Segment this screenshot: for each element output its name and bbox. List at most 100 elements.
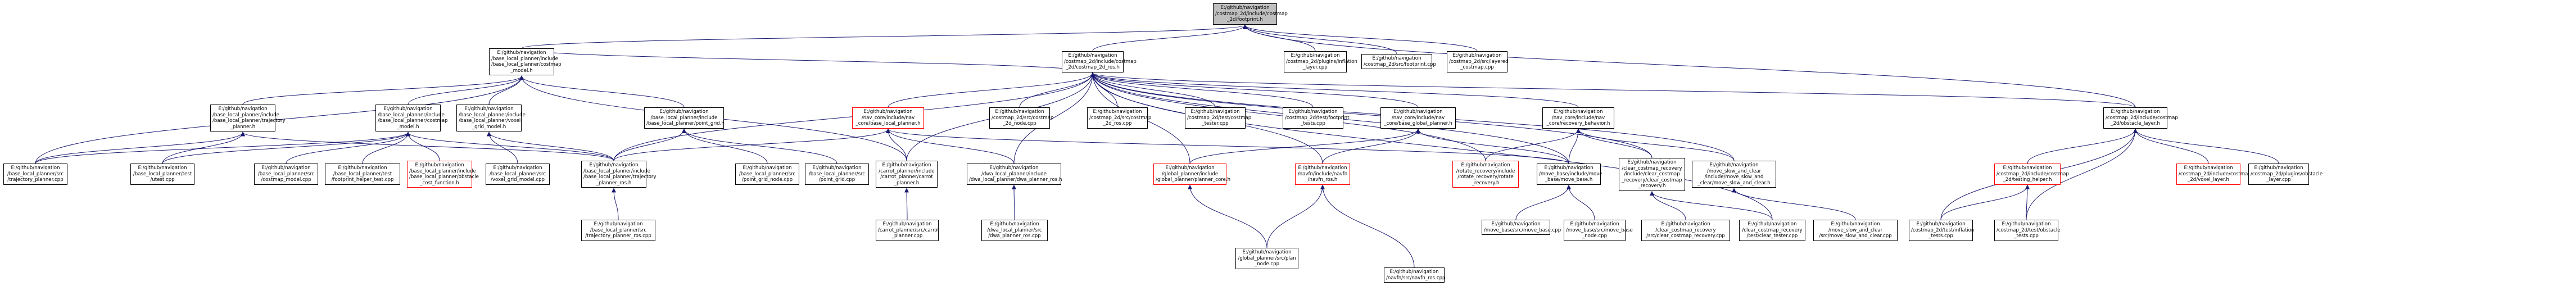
dependency-edge-blp_point_grid_node_cpp-to-blp_point_grid_h	[682, 128, 768, 164]
dependency-edge-global_planner_core_h-to-nav_core_base_global_planner_h	[1189, 128, 1420, 164]
dependency-edge-nav_core_base_local_planner_h-to-cm_costmap_2d_ros	[888, 72, 1095, 108]
graph-node-voxel-grid-model-cpp[interactable]: E:/github/navigation/base_local_planner/…	[486, 164, 550, 185]
dependency-edge-blp_trajectory_planner_ros_h-to-blp_point_grid_h	[613, 128, 686, 161]
dependency-edge-dwa_local_planner_ros_h-to-nav_core_base_local_planner_h	[886, 128, 1015, 164]
graph-node-root-footprint-h: E:/github/navigation/costmap_2d/include/…	[1213, 3, 1288, 25]
graph-node-move-base-cpp[interactable]: E:/github/navigation/move_base/src/move_…	[1482, 220, 1561, 235]
dependency-edge-blp_model-to-cm_costmap_2d_ros	[521, 48, 1095, 74]
dependency-edge-cm_voxel_layer_h-to-cm_obstacle_layer_h	[2133, 128, 2209, 164]
graph-node-trajectory-planner-ros-cpp[interactable]: E:/github/navigation/base_local_planner/…	[581, 220, 655, 241]
graph-node-global-planner-core-h[interactable]: E:/github/navigation/global_planner/incl…	[1153, 164, 1230, 185]
dependency-edge-blp_trajectory_planner_ros_h-to-blp_trajectory_planner_h	[241, 131, 614, 161]
graph-node-dwa-planner-ros-cpp[interactable]: E:/github/navigation/dwa_local_planner/s…	[981, 220, 1048, 241]
graph-node-voxel-grid-model-h[interactable]: E:/github/navigation/base_local_planner/…	[456, 105, 526, 132]
dependency-edge-cm_footprint_tests_cpp-to-cm_costmap_2d_ros	[1090, 72, 1314, 108]
graph-node-costmap-tester-cpp[interactable]: E:/github/navigation/costmap_2d/test/cos…	[1185, 107, 1251, 129]
graph-node-footprint-tests-cpp[interactable]: E:/github/navigation/costmap_2d/test/foo…	[1283, 107, 1349, 129]
dependency-edge-blp_footprint_helper_test_cpp-to-blp_costmap_model_h	[362, 131, 410, 164]
dependency-edge-blp_local_grid_model_h-to-blp_model	[488, 75, 524, 105]
graph-node-utest-cpp[interactable]: E:/github/navigation/base_local_planner/…	[130, 164, 194, 185]
dependency-edge-move_slow_and_clear_h-to-nav_core_recovery_behavior_h	[1576, 128, 1735, 161]
graph-node-costmap-2d-ros-cpp[interactable]: E:/github/navigation/costmap_2d/src/cost…	[1087, 107, 1151, 129]
dependency-edge-clear_costmap_recovery_cpp-to-clear_costmap_recovery_h	[1650, 190, 1686, 220]
graph-node-obstacle-cost-function-h[interactable]: E:/github/navigation/base_local_planner/…	[407, 161, 479, 188]
dependency-edge-blp_obstacle_cost_function_h-to-blp_costmap_model_h	[406, 131, 440, 161]
dependency-edge-nav_core_recovery_behavior_h-to-cm_costmap_2d_ros	[1090, 72, 1579, 108]
graph-node-nav-core-recovery-behavior-h[interactable]: E:/github/navigation/nav_core/include/na…	[1542, 107, 1614, 129]
dependency-edge-blp_costmap_model_cpp-to-blp_costmap_model_h	[286, 131, 410, 164]
dependency-edge-rotate_recovery_h-to-nav_core_recovery_behavior_h	[1485, 128, 1581, 161]
graph-node-footprint-cpp[interactable]: E:/github/navigation/costmap_2d/src/foot…	[1361, 54, 1436, 70]
graph-node-navfn-ros-h[interactable]: E:/github/navigation/navfn/include/navfn…	[1295, 164, 1350, 185]
graph-node-move-slow-and-clear-h[interactable]: E:/github/navigation/move_slow_and_clear…	[1692, 161, 1776, 188]
graph-node-clear-costmap-recovery-h[interactable]: E:/github/navigation/clear_costmap_recov…	[1619, 158, 1685, 191]
dependency-edge-cm_costmap_2d_ros-to-root	[1092, 24, 1247, 52]
graph-node-obstacle-layer-cpp[interactable]: E:/github/navigation/costmap_2d/plugins/…	[2248, 164, 2323, 185]
graph-node-plan-node-cpp[interactable]: E:/github/navigation/global_planner/src/…	[1235, 248, 1298, 269]
dependency-edge-obstacle_tests_cpp-to-cm_inflation_layer_h	[2025, 184, 2030, 220]
graph-node-layered-costmap-cpp[interactable]: E:/github/navigation/costmap_2d/src/laye…	[1447, 51, 1509, 72]
graph-node-nav-core-base-global-planner-h[interactable]: E:/github/navigation/nav_core/include/na…	[1380, 107, 1456, 129]
graph-node-inflation-layer-cpp[interactable]: E:/github/navigation/costmap_2d/plugins/…	[1284, 51, 1357, 72]
dependency-edge-cm_plugins_obstacle_layer_cpp-to-cm_obstacle_layer_h	[2133, 128, 2279, 164]
dependency-edge-navfn_ros_cpp-to-navfn_ros_h	[1320, 184, 1415, 268]
graph-node-costmap-2d-node-cpp[interactable]: E:/github/navigation/costmap_2d/src/cost…	[989, 107, 1053, 129]
graph-node-carrot-planner-h[interactable]: E:/github/navigation/carrot_planner/incl…	[876, 161, 938, 188]
dependency-edge-inflation_layer_cpp-to-root	[1243, 24, 1316, 52]
dependency-edge-global_planner_plan_node_cpp-to-navfn_ros_h	[1266, 184, 1325, 248]
dependency-edge-nav_core_base_global_planner_h-to-cm_costmap_2d_ros	[1090, 72, 1419, 108]
dependency-edge-carrot_planner_h-to-nav_core_base_local_planner_h	[886, 128, 907, 161]
dependency-edge-blp_costmap_model_h-to-blp_model	[408, 75, 524, 105]
graph-node-footprint-helper-test-cpp[interactable]: E:/github/navigation/base_local_planner/…	[325, 164, 400, 185]
dependency-edge-move_base_h-to-nav_core_base_global_planner_h	[1416, 128, 1569, 164]
dependency-edge-cm_obstacle_layer_h-to-cm_costmap_2d_ros	[1090, 72, 2136, 108]
graph-node-point-grid-node-cpp[interactable]: E:/github/navigation/base_local_planner/…	[735, 164, 799, 185]
graph-node-trajectory-planner-ros-h[interactable]: E:/github/navigation/base_local_planner/…	[581, 161, 657, 188]
dependency-edge-layered_costmap_cpp-to-root	[1243, 24, 1478, 52]
graph-node-move-base-h[interactable]: E:/github/navigation/move_base/include/m…	[1537, 164, 1602, 185]
graph-node-trajectory-planner-cpp[interactable]: E:/github/navigation/base_local_planner/…	[3, 164, 67, 185]
graph-node-voxel-layer-h[interactable]: E:/github/navigation/costmap_2d/include/…	[2176, 164, 2251, 185]
dependency-edge-blp_voxel_grid_model_cpp-to-blp_local_grid_model_h	[487, 131, 518, 164]
graph-node-rotate-recovery-h[interactable]: E:/github/navigation/rotate_recovery/inc…	[1452, 161, 1519, 188]
dependency-edge-clear_costmap_recovery_h-to-nav_core_recovery_behavior_h	[1576, 128, 1653, 158]
graph-node-point-grid-cpp[interactable]: E:/github/navigation/base_local_planner/…	[805, 164, 869, 185]
graph-node-carrot-planner-cpp[interactable]: E:/github/navigation/carrot_planner/src/…	[876, 220, 939, 241]
dependency-edge-blp_model-to-root	[521, 24, 1247, 49]
graph-node-costmap-model-h[interactable]: E:/github/navigation/base_local_planner/…	[375, 105, 448, 132]
dependency-edge-move_slow_and_clear_cpp-to-move_slow_and_clear_h	[1732, 188, 1856, 220]
graph-node-nav-core-base-local-planner-h[interactable]: E:/github/navigation/nav_core/include/na…	[852, 107, 924, 129]
dependency-edge-cm_costmap_2d_node_cpp-to-cm_costmap_2d_ros	[1019, 72, 1095, 108]
graph-node-testing-helper-h[interactable]: E:/github/navigation/costmap_2d/include/…	[1994, 164, 2069, 185]
graph-node-dwa-planner-ros-h[interactable]: E:/github/navigation/dwa_local_planner/i…	[967, 164, 1062, 185]
dependency-edge-move_base_h-to-nav_core_recovery_behavior_h	[1568, 128, 1581, 164]
graph-node-blp-costmap-model-header[interactable]: E:/github/navigation/base_local_planner/…	[489, 48, 562, 76]
dependency-edge-blp_trajectory_planner_ros_cpp-to-blp_trajectory_planner_ros_h	[612, 188, 619, 220]
graph-node-move-base-node-cpp[interactable]: E:/github/navigation/move_base/src/move_…	[1564, 220, 1633, 241]
dependency-edge-blp_test_utest_cpp-to-blp_trajectory_planner_h	[162, 131, 245, 164]
graph-node-inflation-tests-cpp[interactable]: E:/github/navigation/costmap_2d/test/inf…	[1909, 220, 1974, 241]
dependency-edge-blp_point_grid_cpp-to-blp_point_grid_h	[682, 128, 837, 164]
dependency-edge-move_base_cpp-to-move_base_h	[1515, 184, 1571, 220]
dependency-edge-dwa_local_planner_ros_cpp-to-dwa_local_planner_ros_h	[1012, 184, 1017, 220]
dependency-edge-clear_tester_cpp-to-clear_costmap_recovery_h	[1650, 190, 1773, 220]
dependency-edge-move_base_h-to-nav_core_base_local_planner_h	[886, 128, 1569, 164]
graph-node-obstacle-tests-cpp[interactable]: E:/github/navigation/costmap_2d/test/obs…	[1994, 220, 2061, 241]
graph-node-costmap-model-cpp[interactable]: E:/github/navigation/base_local_planner/…	[254, 164, 318, 185]
graph-node-navfn-ros-cpp[interactable]: E:/github/navigation/navfn/src/navfn_ros…	[1384, 267, 1446, 283]
graph-node-clear-costmap-recovery-cpp[interactable]: E:/github/navigation/clear_costmap_recov…	[1641, 220, 1730, 241]
graph-node-point-grid-h[interactable]: E:/github/navigation/base_local_planner/…	[644, 107, 725, 129]
dependency-edge-blp_trajectory_planner_ros_h-to-nav_core_base_local_planner_h	[613, 128, 890, 161]
dependency-edge-cm_inflation_layer_h-to-cm_obstacle_layer_h	[2027, 128, 2138, 164]
graph-node-costmap-2d-ros-h[interactable]: E:/github/navigation/costmap_2d/include/…	[1062, 51, 1137, 72]
graph-node-trajectory-planner-h[interactable]: E:/github/navigation/base_local_planner/…	[210, 105, 286, 132]
dependency-edge-blp_point_grid_h-to-blp_model	[519, 75, 685, 108]
graph-node-obstacle-layer-h[interactable]: E:/github/navigation/costmap_2d/include/…	[2103, 107, 2178, 129]
graph-node-move-slow-and-clear-cpp[interactable]: E:/github/navigation/move_slow_and_clear…	[1813, 220, 1898, 241]
dependency-edge-blp_trajectory_planner_cpp-to-blp_costmap_model_h	[35, 131, 410, 164]
dependency-edge-blp_test_utest_cpp-to-blp_costmap_model_h	[162, 131, 410, 164]
dependency-edge-cm_costmap_2d_ros_cpp-to-cm_costmap_2d_ros	[1090, 72, 1118, 108]
graph-node-clear-tester-cpp[interactable]: E:/github/navigation/clear_costmap_recov…	[1739, 220, 1805, 241]
dependency-edge-inflation_tests_cpp-to-cm_inflation_layer_h	[1940, 184, 2030, 220]
